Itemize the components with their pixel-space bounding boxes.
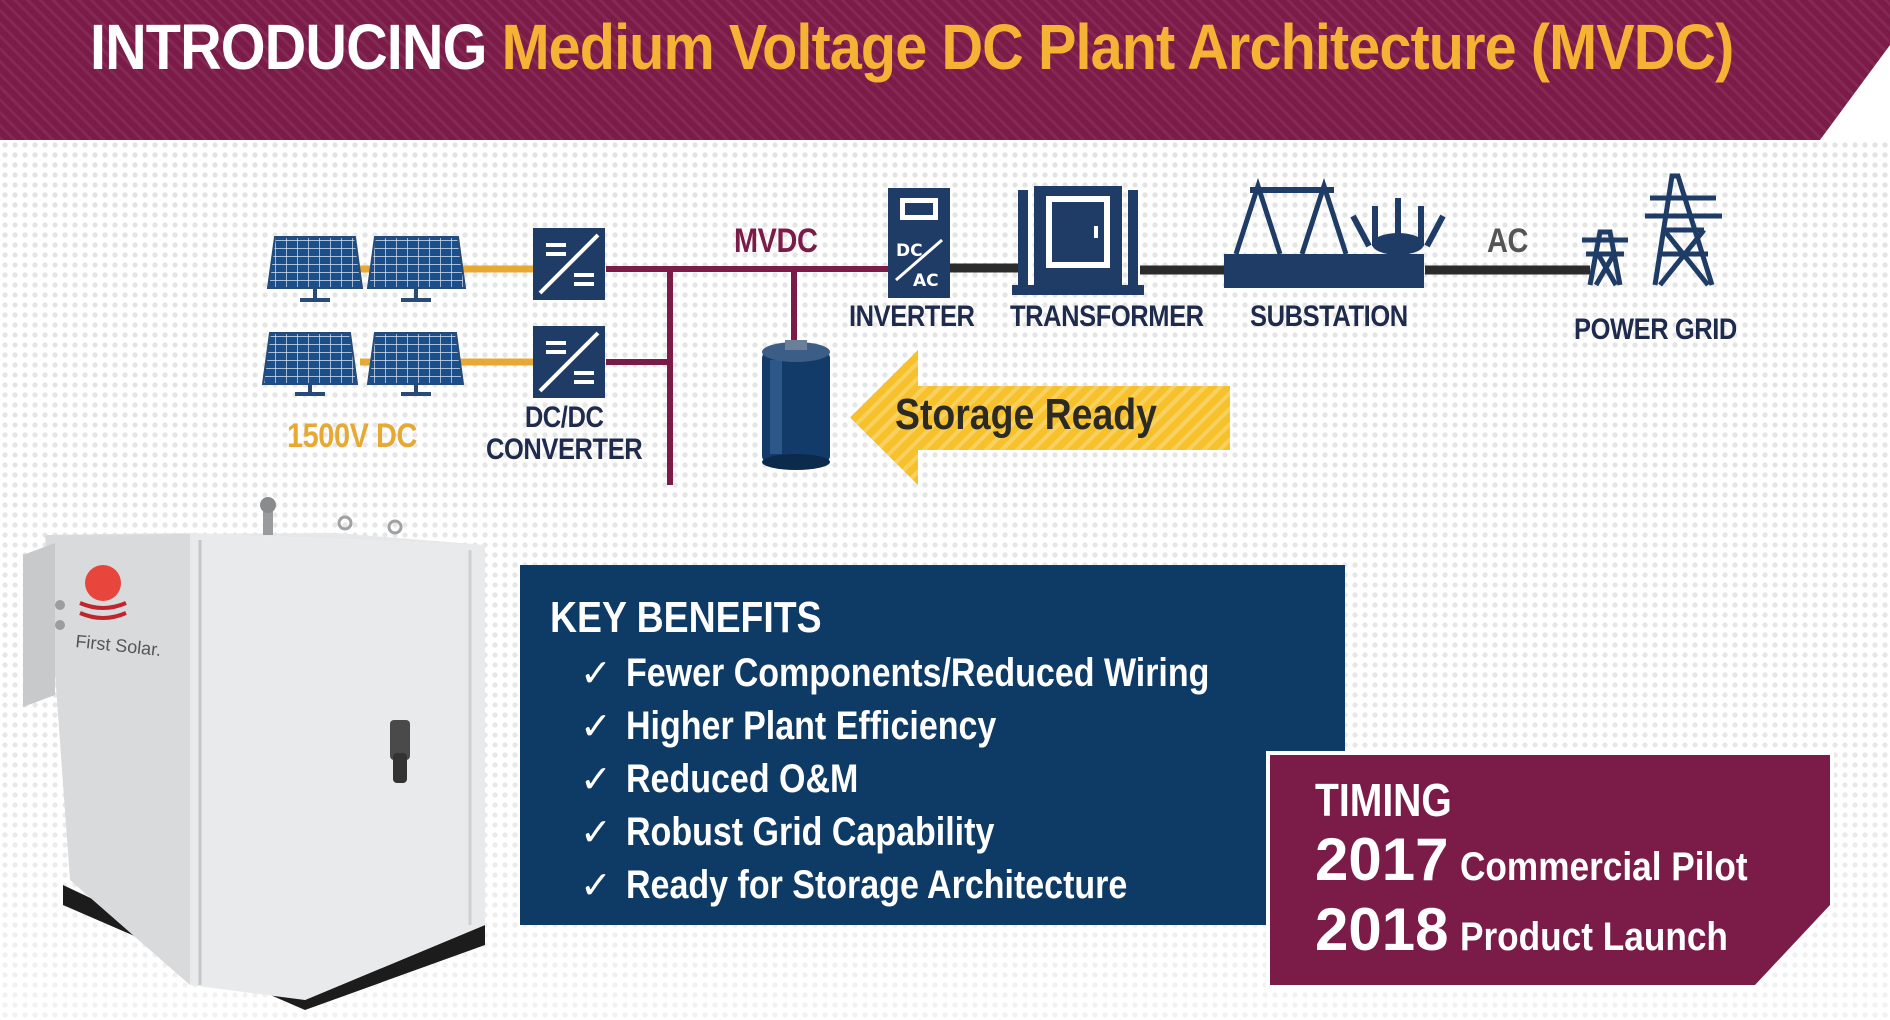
solar-panel-icon [366, 332, 465, 396]
inverter-ac-text: AC [913, 271, 939, 291]
timing-label: Commercial Pilot [1460, 845, 1749, 889]
timing-title: TIMING [1315, 774, 1452, 826]
timing-year: 2017 [1315, 826, 1449, 893]
benefit-item: ✓ Robust Grid Capability [580, 807, 1059, 857]
mvdc-bus [606, 266, 890, 485]
inverter-icon: DC AC [888, 188, 950, 298]
dc-dc-converter-icon [533, 326, 605, 398]
check-icon: ✓ [580, 651, 612, 695]
mvdc-cabinet-image: First Solar. [23, 497, 485, 1010]
mvdc-label: MVDC [734, 222, 818, 260]
voltage-label: 1500V DC [287, 417, 417, 455]
solar-panel-icon [266, 236, 364, 302]
transformer-label: TRANSFORMER [1010, 300, 1204, 333]
benefit-text: Ready for Storage Architecture [626, 863, 1128, 907]
transformer-icon [1012, 186, 1144, 295]
inverter-label: INVERTER [849, 300, 975, 333]
benefit-text: Robust Grid Capability [626, 810, 995, 854]
converter-label: DC/DC CONVERTER [486, 401, 643, 466]
substation-label: SUBSTATION [1250, 300, 1408, 333]
solar-panel-icon [261, 332, 359, 396]
benefit-text: Fewer Components/Reduced Wiring [626, 651, 1210, 695]
power-grid-tower-icon [1582, 173, 1722, 287]
power-grid-label: POWER GRID [1574, 313, 1737, 346]
key-benefits-panel: KEY BENEFITS ✓ Fewer Components/Reduced W… [520, 565, 1345, 925]
check-icon: ✓ [580, 863, 612, 907]
header-banner: INTRODUCING Medium Voltage DC Plant Arch… [0, 0, 1890, 140]
ac-label: AC [1487, 222, 1528, 260]
benefit-item: ✓ Reduced O&M [580, 754, 899, 804]
plant-architecture-diagram: DC AC [261, 173, 1722, 485]
timing-year: 2018 [1315, 896, 1449, 963]
benefit-item: ✓ Fewer Components/Reduced Wiring [580, 648, 1312, 698]
check-icon: ✓ [580, 810, 612, 854]
check-icon: ✓ [580, 757, 612, 801]
title-main: Medium Voltage DC Plant Architecture (MV… [501, 11, 1735, 83]
timing-label: Product Launch [1460, 915, 1729, 959]
title-intro: INTRODUCING [90, 11, 487, 83]
storage-ready-label: Storage Ready [895, 390, 1157, 439]
benefit-text: Higher Plant Efficiency [626, 704, 997, 748]
inverter-dc-text: DC [896, 241, 923, 261]
dc-dc-converter-icon [533, 228, 605, 300]
solar-panel-icon [366, 236, 467, 302]
benefit-text: Reduced O&M [626, 757, 859, 801]
battery-storage-icon [762, 340, 830, 470]
key-benefits-title: KEY BENEFITS [550, 593, 822, 642]
benefit-item: ✓ Higher Plant Efficiency [580, 701, 1062, 751]
ac-lines [940, 263, 1590, 275]
check-icon: ✓ [580, 704, 612, 748]
first-solar-logo [79, 565, 127, 620]
substation-icon [1224, 177, 1446, 288]
benefit-item: ✓ Ready for Storage Architecture [580, 860, 1216, 910]
page-title: INTRODUCING Medium Voltage DC Plant Arch… [90, 2, 1735, 92]
